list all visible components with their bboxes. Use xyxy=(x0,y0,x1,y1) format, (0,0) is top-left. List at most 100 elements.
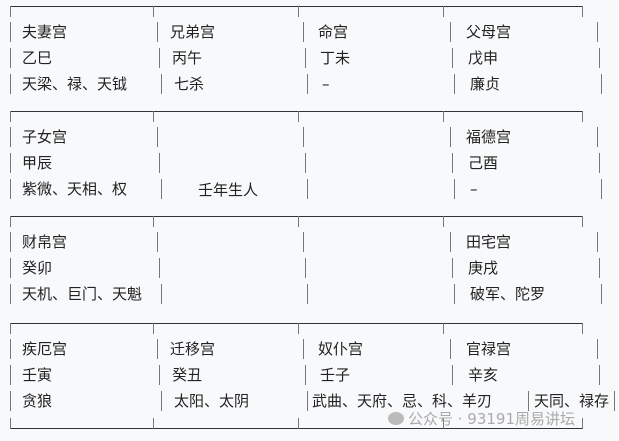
cell-border xyxy=(597,127,598,147)
cell-border xyxy=(450,127,451,147)
grid-tick xyxy=(443,216,444,227)
cell-border xyxy=(601,179,602,199)
cell-border xyxy=(307,179,308,199)
palace-ganzhi: 丁未 xyxy=(320,49,351,67)
cell-border xyxy=(161,179,162,199)
cell-border xyxy=(599,365,600,385)
grid-tick xyxy=(443,418,444,429)
cell-border xyxy=(10,48,11,68)
palace-name: 夫妻宫 xyxy=(22,23,68,41)
cell-border xyxy=(10,365,11,385)
grid-tick xyxy=(10,323,11,334)
grid-tick xyxy=(10,6,11,17)
palace-stars: 天梁、禄、天钺 xyxy=(22,75,128,93)
cell-border xyxy=(305,48,306,68)
grid-tick xyxy=(298,6,299,17)
center-label: 壬年生人 xyxy=(198,181,259,199)
palace-stars: 廉贞 xyxy=(470,75,501,93)
palace-stars: 太阳、太阴 xyxy=(174,392,250,410)
grid-line xyxy=(10,323,582,324)
grid-tick xyxy=(298,418,299,429)
grid-tick xyxy=(153,111,154,122)
cell-border xyxy=(10,74,11,94)
cell-border xyxy=(157,232,158,252)
cell-border xyxy=(305,365,306,385)
cell-border xyxy=(599,48,600,68)
cell-border xyxy=(303,339,304,359)
palace-ganzhi: 癸丑 xyxy=(172,366,203,384)
cell-border xyxy=(10,339,11,359)
palace-ganzhi: 癸卯 xyxy=(22,259,53,277)
cell-border xyxy=(10,153,11,173)
cell-border xyxy=(305,258,306,278)
palace-stars: 破军、陀罗 xyxy=(470,285,546,303)
cell-border xyxy=(161,74,162,94)
cell-border xyxy=(450,339,451,359)
palace-ganzhi: 戊申 xyxy=(468,49,499,67)
cell-border xyxy=(157,22,158,42)
grid-tick xyxy=(443,111,444,122)
palace-name: 奴仆宫 xyxy=(318,340,364,358)
cell-border xyxy=(450,232,451,252)
watermark-text: 公众号 · 93191周易讲坛 xyxy=(408,410,576,428)
palace-name: 官禄宫 xyxy=(466,340,512,358)
cell-border xyxy=(454,74,455,94)
grid-tick xyxy=(582,418,583,429)
cell-border xyxy=(305,153,306,173)
palace-ganzhi: 乙巳 xyxy=(22,49,53,67)
cell-border xyxy=(452,48,453,68)
grid-tick xyxy=(153,216,154,227)
cell-border xyxy=(303,22,304,42)
cell-border xyxy=(599,153,600,173)
grid-tick xyxy=(298,216,299,227)
grid-tick xyxy=(153,6,154,17)
palace-stars: – xyxy=(322,75,330,93)
cell-border xyxy=(303,232,304,252)
cell-border xyxy=(157,339,158,359)
palace-ganzhi: 甲辰 xyxy=(22,154,53,172)
palace-name: 迁移宫 xyxy=(170,340,216,358)
grid-tick xyxy=(582,6,583,17)
cell-border xyxy=(159,258,160,278)
cell-border xyxy=(599,258,600,278)
cell-border xyxy=(10,127,11,147)
palace-stars: – xyxy=(470,180,478,198)
grid-tick xyxy=(582,216,583,227)
palace-name: 兄弟宫 xyxy=(170,23,216,41)
grid-line xyxy=(10,216,582,217)
cell-border xyxy=(307,284,308,304)
grid-tick xyxy=(153,418,154,429)
cell-border xyxy=(614,391,615,411)
palace-ganzhi: 丙午 xyxy=(172,49,203,67)
cell-border xyxy=(159,365,160,385)
cell-border xyxy=(161,391,162,411)
grid-tick xyxy=(10,216,11,227)
cell-border xyxy=(159,153,160,173)
grid-tick xyxy=(443,323,444,334)
cell-border xyxy=(528,391,529,411)
palace-ganzhi: 庚戌 xyxy=(468,259,499,277)
palace-ganzhi: 辛亥 xyxy=(468,366,499,384)
cell-border xyxy=(10,391,11,411)
palace-stars: 武曲、天府、忌、科、羊刃 xyxy=(312,392,493,410)
cell-border xyxy=(450,22,451,42)
cell-border xyxy=(303,127,304,147)
cell-border xyxy=(10,232,11,252)
cell-border xyxy=(454,179,455,199)
palace-name: 命宫 xyxy=(318,23,349,41)
cell-border xyxy=(10,258,11,278)
grid-tick xyxy=(10,111,11,122)
palace-name: 子女宫 xyxy=(22,128,68,146)
palace-ganzhi: 壬寅 xyxy=(22,366,53,384)
cell-border xyxy=(597,339,598,359)
palace-stars: 贪狼 xyxy=(22,392,53,410)
cell-border xyxy=(452,153,453,173)
grid-tick xyxy=(443,6,444,17)
palace-name: 父母宫 xyxy=(466,23,512,41)
palace-name: 福德宫 xyxy=(466,128,512,146)
grid-tick xyxy=(298,111,299,122)
cell-border xyxy=(159,48,160,68)
palace-stars: 天同、禄存 xyxy=(534,392,610,410)
cell-border xyxy=(10,179,11,199)
cell-border xyxy=(307,391,308,411)
